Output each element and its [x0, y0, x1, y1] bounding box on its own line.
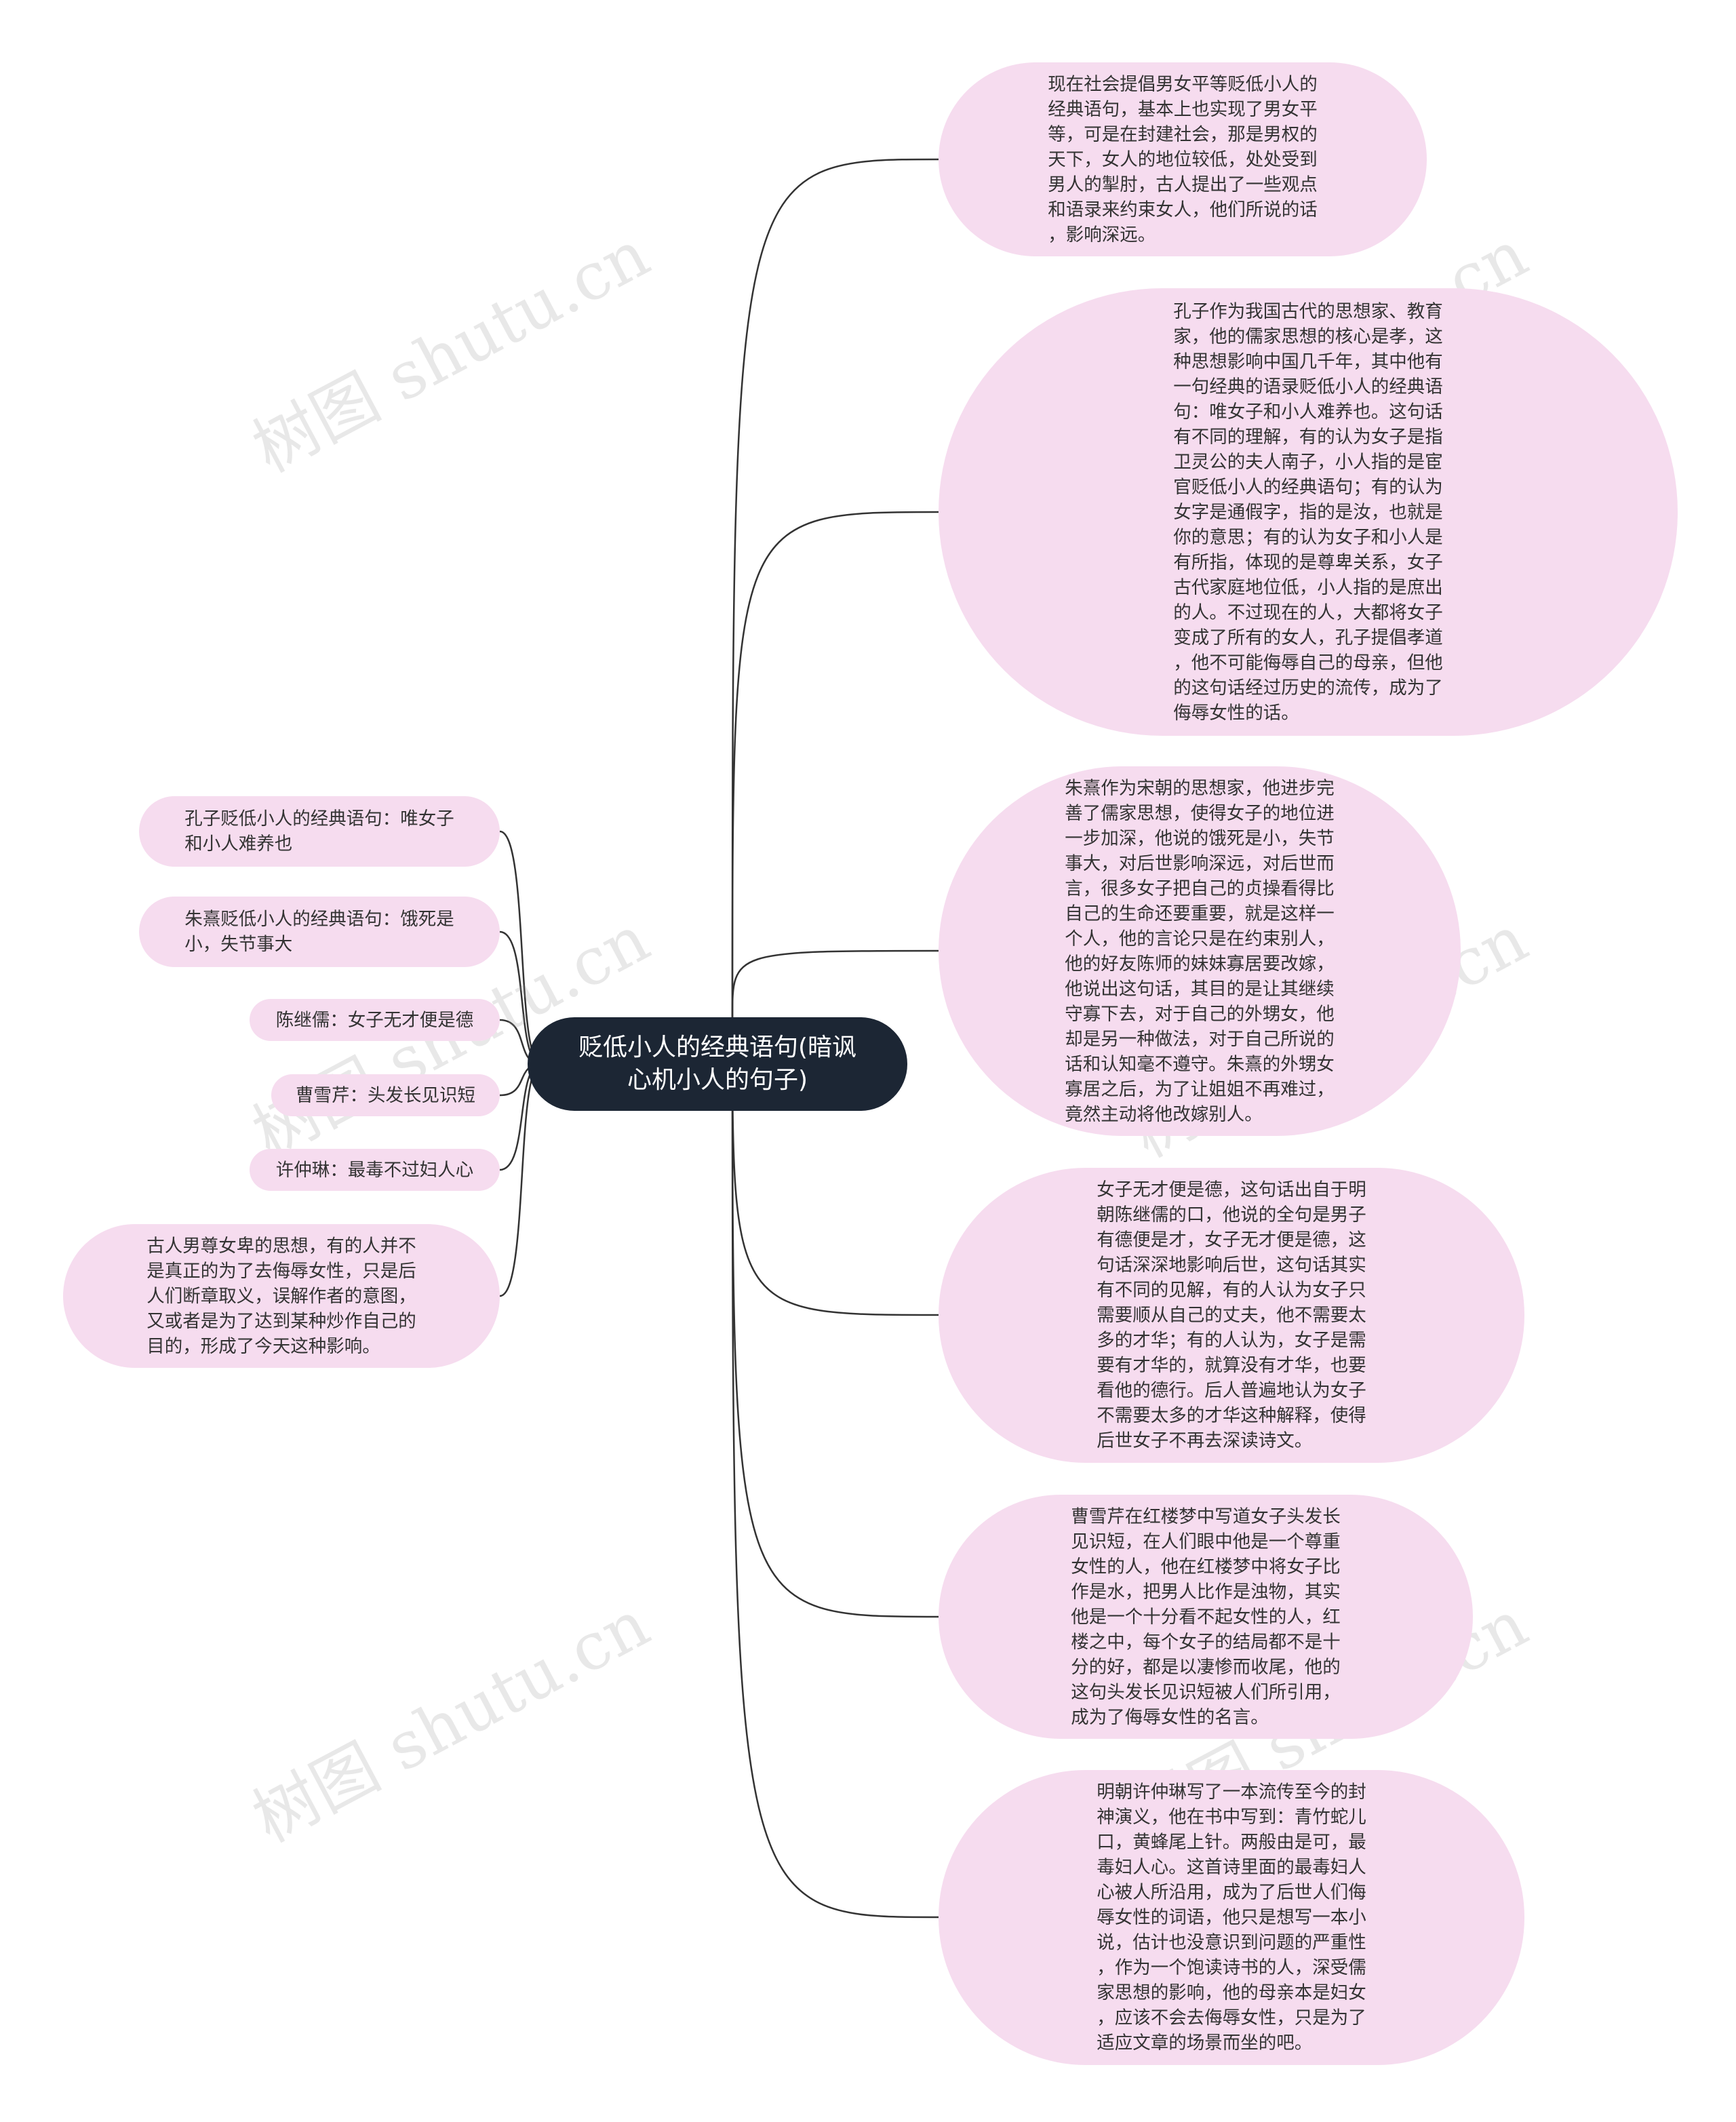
node-text: 现在社会提倡男女平等贬低小人的 经典语句，基本上也实现了男女平 等，可是在封建社…	[1048, 73, 1318, 245]
left-node-cao-xueqin[interactable]: 曹雪芹：头发长见识短	[271, 1074, 500, 1116]
node-text: 孔子作为我国古代的思想家、教育 家，他的儒家思想的核心是孝，这 种思想影响中国几…	[1173, 300, 1443, 724]
root-topic-label: 贬低小人的经典语句(暗讽 心机小人的句子)	[578, 1034, 857, 1094]
left-node-confucius[interactable]: 孔子贬低小人的经典语句：唯女子 和小人难养也	[139, 796, 500, 867]
connector-line	[731, 511, 939, 1018]
root-topic-node[interactable]: 贬低小人的经典语句(暗讽 心机小人的句子)	[528, 1017, 907, 1111]
left-node-zhuxi[interactable]: 朱熹贬低小人的经典语句：饿死是 小，失节事大	[139, 897, 500, 967]
node-text: 朱熹贬低小人的经典语句：饿死是 小，失节事大	[184, 909, 454, 955]
node-text: 曹雪芹：头发长见识短	[296, 1084, 475, 1106]
node-text: 孔子贬低小人的经典语句：唯女子 和小人难养也	[184, 808, 454, 854]
node-text: 古人男尊女卑的思想，有的人并不 是真正的为了去侮辱女性，只是后 人们断章取义，误…	[146, 1235, 416, 1357]
node-text: 女子无才便是德，这句话出自于明 朝陈继儒的口，他说的全句是男子 有德便是才，女子…	[1097, 1179, 1366, 1451]
node-text: 朱熹作为宋朝的思想家，他进步完 善了儒家思想，使得女子的地位进 一步加深，他说的…	[1065, 777, 1335, 1125]
right-node-confucius-detail[interactable]: 孔子作为我国古代的思想家、教育 家，他的儒家思想的核心是孝，这 种思想影响中国几…	[939, 288, 1678, 736]
connector-line	[731, 158, 939, 1018]
left-node-summary[interactable]: 古人男尊女卑的思想，有的人并不 是真正的为了去侮辱女性，只是后 人们断章取义，误…	[63, 1224, 500, 1368]
right-node-chen-jiru-detail[interactable]: 女子无才便是德，这句话出自于明 朝陈继儒的口，他说的全句是男子 有德便是才，女子…	[939, 1168, 1524, 1463]
right-node-cao-xueqin-detail[interactable]: 曹雪芹在红楼梦中写道女子头发长 见识短，在人们眼中他是一个尊重 女性的人，他在红…	[939, 1495, 1473, 1739]
node-text: 许仲琳：最毒不过妇人心	[275, 1159, 474, 1181]
connector-line	[731, 1017, 939, 1919]
connector-line	[499, 1063, 542, 1297]
node-text: 陈继儒：女子无才便是德	[275, 1009, 474, 1031]
left-node-xu-zhonglin[interactable]: 许仲琳：最毒不过妇人心	[250, 1149, 500, 1191]
connector-line	[731, 949, 939, 1018]
right-node-intro[interactable]: 现在社会提倡男女平等贬低小人的 经典语句，基本上也实现了男女平 等，可是在封建社…	[939, 62, 1427, 256]
node-text: 曹雪芹在红楼梦中写道女子头发长 见识短，在人们眼中他是一个尊重 女性的人，他在红…	[1071, 1506, 1341, 1728]
node-text: 明朝许仲琳写了一本流传至今的封 神演义，他在书中写到：青竹蛇儿 口，黄蜂尾上针。…	[1097, 1782, 1366, 2054]
left-node-chen-jiru[interactable]: 陈继儒：女子无才便是德	[250, 999, 500, 1041]
connector-line	[499, 830, 542, 1065]
right-node-xu-zhonglin-detail[interactable]: 明朝许仲琳写了一本流传至今的封 神演义，他在书中写到：青竹蛇儿 口，黄蜂尾上针。…	[939, 1770, 1524, 2065]
right-node-zhuxi-detail[interactable]: 朱熹作为宋朝的思想家，他进步完 善了儒家思想，使得女子的地位进 一步加深，他说的…	[939, 766, 1461, 1136]
